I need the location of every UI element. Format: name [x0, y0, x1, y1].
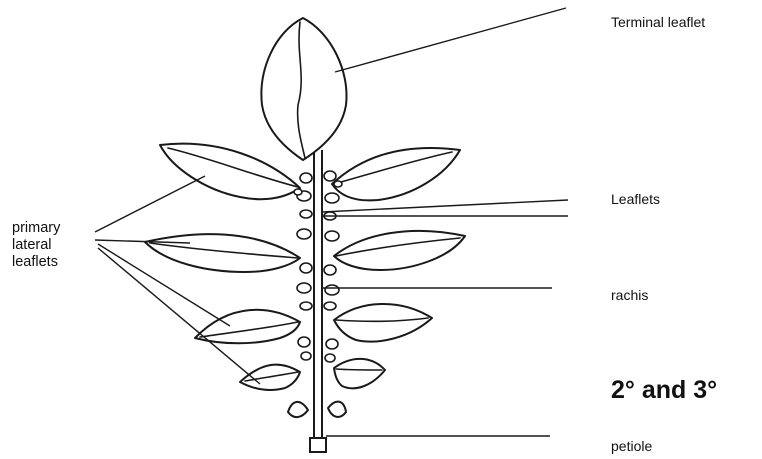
leaflet-left-2: [145, 234, 300, 272]
leaflet-right-4: [334, 359, 385, 388]
leaflet-right-1: [332, 148, 460, 200]
leader-leaflets-1: [322, 200, 568, 212]
leader-terminal-leaflet: [335, 8, 566, 72]
label-rachis: rachis: [611, 287, 648, 303]
secondary-tertiary-leaflets: [294, 171, 342, 362]
leaflet-left-4: [240, 365, 300, 390]
leaflet-right-3: [334, 304, 432, 342]
label-leaflets-line: leaflets: [12, 254, 60, 271]
label-primary-lateral-leaflets: primary lateral leaflets: [12, 220, 60, 271]
label-petiole: petiole: [611, 438, 652, 454]
terminal-leaflet: [261, 18, 346, 160]
leaflet-right-2: [334, 231, 465, 270]
leaflet-basal: [288, 402, 346, 417]
label-leaflets: Leaflets: [611, 191, 660, 207]
label-secondary-tertiary: 2° and 3°: [611, 376, 717, 404]
label-primary-line: primary: [12, 220, 60, 237]
leaflet-left-1: [160, 144, 300, 199]
label-terminal-leaflet: Terminal leaflet: [611, 14, 705, 30]
rachis-axis: [310, 150, 326, 452]
leader-primary-1: [95, 176, 205, 232]
label-lateral-line: lateral: [12, 237, 60, 254]
